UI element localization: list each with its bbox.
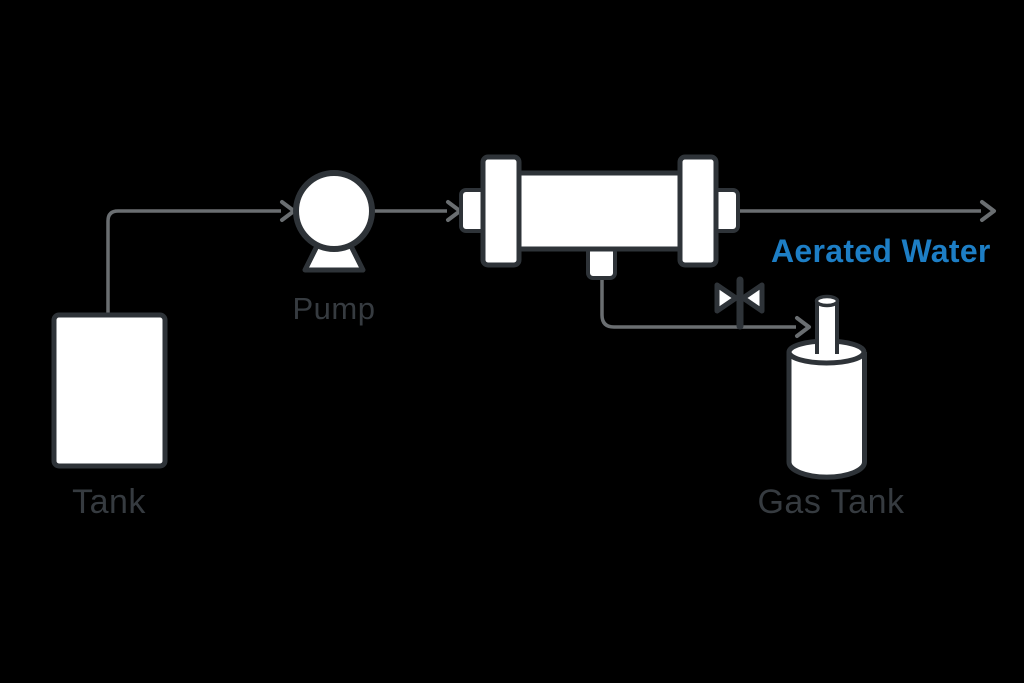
arrowhead-icon (795, 316, 811, 338)
valve-right-wing (740, 282, 765, 314)
pipe-line (600, 278, 796, 329)
arrowhead-icon (280, 200, 296, 222)
pipe-pump-to-contactor (373, 200, 462, 222)
pump-label: Pump (292, 291, 376, 326)
tank-icon (51, 312, 168, 469)
gas-tank-neck-opening (814, 294, 840, 308)
pump-casing (293, 170, 375, 252)
valve-icon (714, 276, 765, 330)
contactor-left-flange (480, 154, 522, 268)
pipe-line (106, 209, 281, 313)
gas-tank-icon (786, 294, 867, 480)
pipe-gas-line (600, 278, 811, 338)
contactor-body (509, 170, 690, 252)
arrowhead-icon (446, 200, 462, 222)
valve-left-wing (714, 282, 739, 314)
contactor-right-flange (677, 154, 719, 268)
pipe-contactor-outlet (738, 200, 996, 222)
aerated-water-label: Aerated Water (771, 233, 991, 269)
gas-tank-label: Gas Tank (757, 483, 905, 521)
gas-tank-neck (816, 300, 838, 354)
gas-tank-neck-sides (815, 301, 839, 354)
membrane-contactor-icon (459, 154, 740, 280)
arrowhead-icon (980, 200, 996, 222)
contactor-bottom-port (586, 245, 617, 280)
tank-label: Tank (72, 483, 146, 521)
gas-tank-body (786, 352, 867, 480)
pump-icon (293, 170, 375, 273)
